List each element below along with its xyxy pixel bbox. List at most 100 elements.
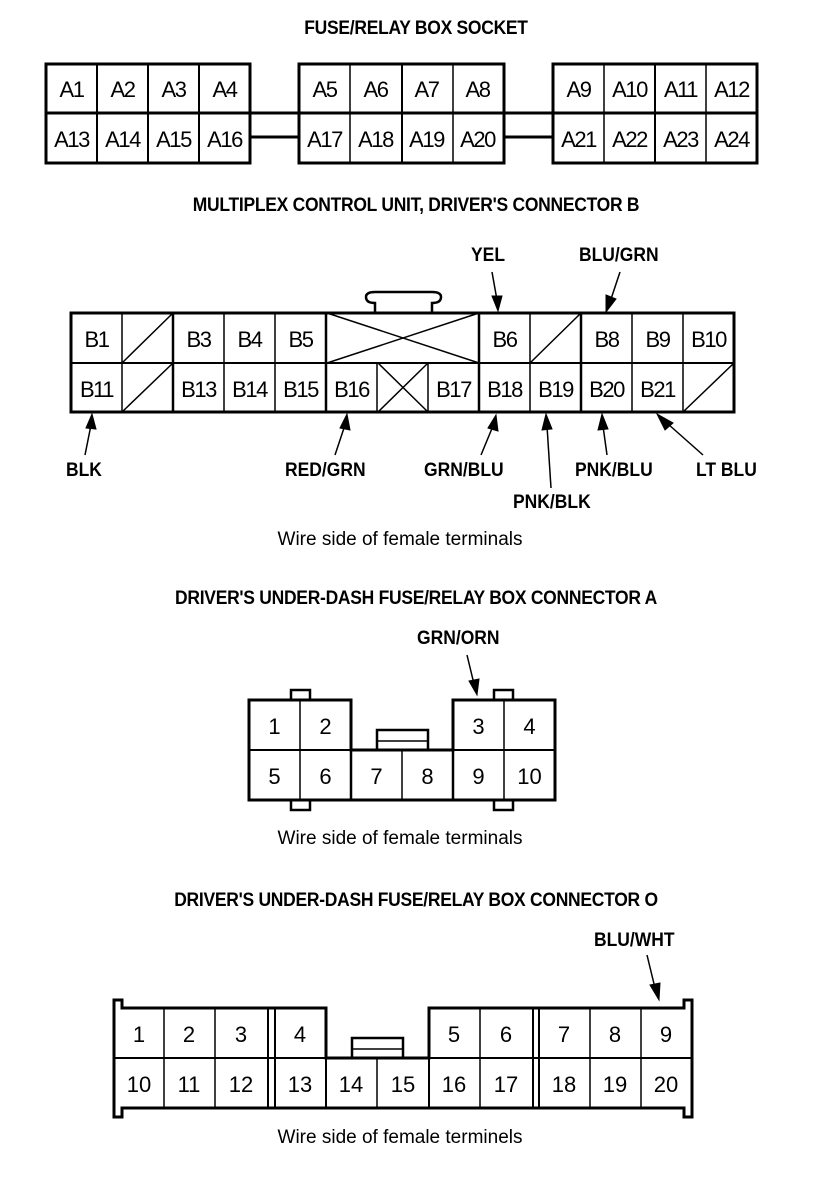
terminal-b17: B17: [436, 377, 472, 402]
connector-a-tab: [492, 798, 515, 812]
terminal-b10: B10: [691, 327, 727, 352]
terminal-a17: A17: [307, 127, 343, 152]
connector-o-title: DRIVER'S UNDER-DASH FUSE/RELAY BOX CONNE…: [174, 890, 658, 911]
connector-o-body: [112, 998, 694, 1119]
connector-a-tab: [289, 798, 312, 812]
terminal-a15: A15: [156, 127, 192, 152]
arrow-pnk-blu: [597, 412, 609, 456]
connector-a-title: DRIVER'S UNDER-DASH FUSE/RELAY BOX CONNE…: [175, 588, 657, 609]
wire-label-grn-blu: GRN/BLU: [424, 460, 504, 481]
arrow-pnk-blk: [541, 412, 553, 489]
terminal-a22: A22: [612, 127, 648, 152]
wire-label-blu-grn: BLU/GRN: [579, 245, 659, 266]
wire-label-red-grn: RED/GRN: [285, 460, 366, 481]
arrow-blu-wht: [646, 954, 661, 1002]
terminal-a23: A23: [663, 127, 699, 152]
terminal-4: 4: [523, 714, 535, 739]
terminal-a3: A3: [162, 77, 187, 102]
terminal-20: 20: [654, 1072, 678, 1097]
terminal-1: 1: [133, 1022, 145, 1047]
arrow-grn-orn: [466, 654, 480, 697]
terminal-b1: B1: [85, 327, 110, 352]
connector-a-tab: [289, 688, 312, 702]
terminal-6: 6: [500, 1022, 512, 1047]
terminal-2: 2: [319, 714, 331, 739]
terminal-a11: A11: [664, 77, 698, 102]
terminal-12: 12: [229, 1072, 253, 1097]
terminal-a18: A18: [358, 127, 394, 152]
connector-b-diagram: [69, 290, 736, 414]
terminal-a7: A7: [415, 77, 440, 102]
arrow-blu-grn: [605, 271, 621, 314]
terminal-10: 10: [517, 764, 541, 789]
terminal-b19: B19: [538, 377, 574, 402]
socket-connector-bars: [250, 111, 553, 139]
terminal-15: 15: [391, 1072, 415, 1097]
terminal-19: 19: [603, 1072, 627, 1097]
terminal-b21: B21: [640, 377, 676, 402]
terminal-6: 6: [319, 764, 331, 789]
terminal-a10: A10: [612, 77, 648, 102]
connector-b-caption: Wire side of female terminals: [277, 529, 523, 550]
terminal-b18: B18: [487, 377, 523, 402]
connector-b-title: MULTIPLEX CONTROL UNIT, DRIVER'S CONNECT…: [192, 195, 640, 216]
socket-diagram: [44, 62, 759, 165]
socket-title: FUSE/RELAY BOX SOCKET: [304, 18, 528, 39]
terminal-3: 3: [472, 714, 484, 739]
wire-label-pnk-blu: PNK/BLU: [575, 460, 653, 481]
terminal-a24: A24: [714, 127, 750, 152]
terminal-a4: A4: [213, 77, 238, 102]
terminal-b13: B13: [181, 377, 217, 402]
terminal-a19: A19: [409, 127, 445, 152]
arrow-yel: [491, 271, 503, 313]
terminal-b4: B4: [238, 327, 263, 352]
terminal-7: 7: [370, 764, 382, 789]
terminal-2: 2: [183, 1022, 195, 1047]
arrow-blk: [84, 412, 97, 456]
wire-label-pnk-blk: PNK/BLK: [513, 492, 591, 513]
terminal-a5: A5: [313, 77, 338, 102]
terminal-b11: B11: [80, 377, 114, 402]
terminal-8: 8: [609, 1022, 621, 1047]
wire-label-yel: YEL: [471, 245, 505, 266]
terminal-13: 13: [288, 1072, 312, 1097]
connector-o-caption: Wire side of female terminels: [277, 1127, 523, 1148]
terminal-10: 10: [127, 1072, 151, 1097]
terminal-1: 1: [268, 714, 280, 739]
terminal-8: 8: [421, 764, 433, 789]
terminal-a14: A14: [105, 127, 141, 152]
terminal-b20: B20: [589, 377, 625, 402]
terminal-a1: A1: [60, 77, 85, 102]
terminal-b14: B14: [232, 377, 268, 402]
terminal-a2: A2: [111, 77, 136, 102]
terminal-16: 16: [442, 1072, 466, 1097]
terminal-b5: B5: [289, 327, 314, 352]
terminal-3: 3: [235, 1022, 247, 1047]
wire-label-blu-wht: BLU/WHT: [594, 930, 675, 951]
terminal-4: 4: [294, 1022, 306, 1047]
terminal-5: 5: [268, 764, 280, 789]
terminal-b8: B8: [595, 327, 620, 352]
connector-a-lock: [375, 728, 430, 752]
terminal-b16: B16: [334, 377, 370, 402]
wire-label-blk: BLK: [66, 460, 102, 481]
arrow-grn-blu: [480, 413, 499, 456]
terminal-b6: B6: [493, 327, 518, 352]
connector-a-tab: [492, 688, 515, 702]
terminal-a9: A9: [567, 77, 592, 102]
terminal-14: 14: [339, 1072, 363, 1097]
terminal-9: 9: [660, 1022, 672, 1047]
connector-a-caption: Wire side of female terminals: [277, 828, 523, 849]
connector-a-diagram: [247, 688, 557, 812]
terminal-a12: A12: [714, 77, 750, 102]
connector-b-arrows: [84, 271, 704, 489]
terminal-a16: A16: [207, 127, 243, 152]
terminal-b9: B9: [646, 327, 671, 352]
terminal-a20: A20: [460, 127, 496, 152]
terminal-7: 7: [558, 1022, 570, 1047]
terminal-17: 17: [494, 1072, 518, 1097]
